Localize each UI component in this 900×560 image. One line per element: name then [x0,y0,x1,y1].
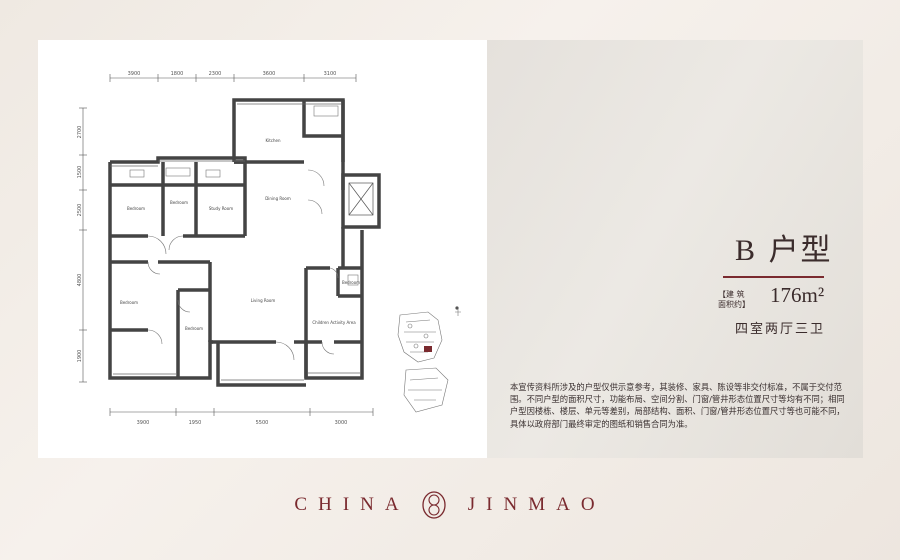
floor-plan-card: 3900 1800 2300 3600 3100 2700 1500 2500 … [38,40,487,458]
dim-top-4: 3600 [263,71,276,77]
window-lines [110,103,360,381]
area-value: 176m² [770,283,824,308]
unit-location-marker [424,346,432,352]
room-label-bedroom-3: Bedroom [120,300,138,305]
dim-bottom-4: 3000 [335,420,348,426]
info-panel [487,40,863,458]
site-key-plan [397,308,461,413]
title-underline [723,276,824,278]
dim-left-5: 1900 [77,350,83,363]
dim-bottom-3: 5500 [256,420,269,426]
dim-top-2: 1800 [171,71,184,77]
dim-bottom-1: 3900 [137,420,150,426]
top-dimension-line [109,74,357,82]
area-unit: m² [801,283,825,307]
room-label-study: Study Room [209,206,233,211]
room-label-bedroom-1: Bedroom [127,206,145,211]
brand-logo-icon [422,491,446,519]
unit-type-title: B 户型 [735,225,833,269]
dim-top-3: 2300 [209,71,222,77]
floor-plan-walls [108,98,381,387]
area-label-line-2: 面积约】 [718,300,750,309]
compass-icon [455,306,459,310]
elevator-symbol [348,182,374,216]
room-label-bedroom-2: Bedroom [170,200,188,205]
room-label-bedroom-5: Bedroom [342,280,360,285]
unit-letter: B [735,234,758,267]
room-label-bedroom-4: Bedroom [185,326,203,331]
dim-top-5: 3100 [324,71,337,77]
room-label-living: Living Room [251,298,276,303]
unit-type-label: 户型 [768,233,833,268]
area-label-line-1: 【建 筑 [718,290,745,299]
dim-left-3: 2500 [77,204,83,217]
floor-plan-drawing: 3900 1800 2300 3600 3100 2700 1500 2500 … [77,71,461,426]
room-label-kitchen: Kitchen [265,138,280,143]
disclaimer-text: 本宣传资料所涉及的户型仅供示意参考，其装修、家具、陈设等非交付标准，不属于交付范… [510,382,845,429]
dim-bottom-2: 1950 [189,420,202,426]
dim-left-1: 2700 [77,126,83,139]
area-label: 【建 筑 面积约】 [718,290,750,310]
bottom-dimension-line [109,408,374,416]
room-configuration: 四室两厅三卫 [735,322,826,337]
brand-word-left: CHINA [294,494,410,515]
brand-footer: CHINA JINMAO [0,490,900,520]
room-label-dining: Dining Room [265,196,291,201]
brand-word-right: JINMAO [467,494,606,515]
door-swings [147,169,339,361]
dim-top-1: 3900 [128,71,141,77]
dim-left-4: 4800 [77,274,83,287]
left-dimension-line [79,107,87,383]
dim-left-2: 1500 [77,166,83,179]
bath-fixtures [129,105,359,286]
room-label-children: Children Activity Area [312,320,356,325]
area-number: 176 [770,283,802,307]
